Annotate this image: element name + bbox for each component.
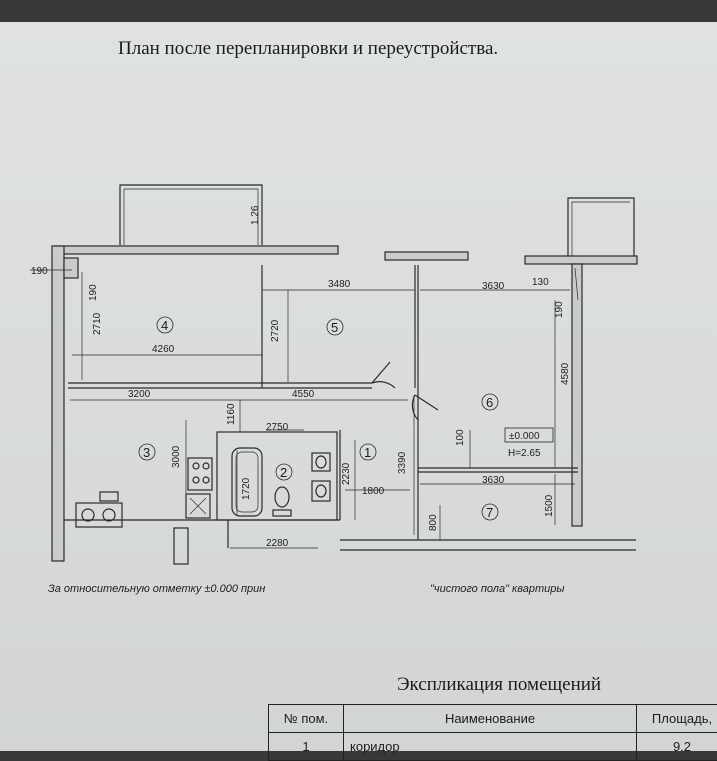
header-area: Площадь, <box>637 705 717 733</box>
note-part-1: За относительную отметку ±0.000 прин <box>48 583 265 595</box>
wall-top-b <box>385 252 468 260</box>
explication-table: № пом. Наименование Площадь, 1 коридор 9… <box>268 704 717 761</box>
dim-3480: 3480 <box>328 279 351 290</box>
dim-190-b: 190 <box>554 301 565 318</box>
dim-3630-top: 3630 <box>482 281 505 292</box>
dim-1500: 1500 <box>544 494 555 517</box>
cell-room-number: 1 <box>269 733 344 761</box>
header-name: Наименование <box>344 705 637 733</box>
room-number-1: 1 <box>364 445 371 460</box>
cabinet <box>174 528 188 564</box>
dim-2230: 2230 <box>341 462 352 485</box>
toilet <box>275 487 289 507</box>
kitchen-stove <box>188 458 212 490</box>
dim-4260: 4260 <box>152 344 175 355</box>
dim-1800: 1800 <box>362 486 385 497</box>
level-mark: ±0.000 <box>509 431 540 442</box>
dim-1160: 1160 <box>226 403 237 425</box>
dim-3390: 3390 <box>397 451 408 474</box>
door-swing-5 <box>372 362 395 388</box>
dim-190-left: 190 <box>31 266 48 277</box>
table-header-row: № пом. Наименование Площадь, <box>269 705 717 733</box>
dim-4580: 4580 <box>560 362 571 385</box>
balcony-left <box>120 185 262 245</box>
wall-right <box>572 264 582 526</box>
ceiling-height: H=2.65 <box>508 448 541 459</box>
cell-area: 9.2 <box>637 733 717 761</box>
dim-2750: 2750 <box>266 422 289 433</box>
wall-left <box>52 246 64 561</box>
door-swing-6 <box>412 395 438 420</box>
room-number-2: 2 <box>280 465 287 480</box>
dim-1-26: 1.26 <box>250 205 261 225</box>
balcony-right <box>568 198 634 262</box>
dim-3630-bottom: 3630 <box>482 475 505 486</box>
sink-b <box>312 481 330 501</box>
table-row: 1 коридор 9.2 <box>269 733 717 761</box>
room-number-6: 6 <box>486 395 493 410</box>
dim-1720: 1720 <box>241 477 252 500</box>
dim-190-a: 190 <box>88 284 99 301</box>
dim-2280: 2280 <box>266 538 289 549</box>
dim-2720: 2720 <box>270 319 281 342</box>
dim-3000: 3000 <box>171 445 182 468</box>
cell-name: коридор <box>344 733 637 761</box>
room-number-7: 7 <box>486 505 493 520</box>
dim-130: 130 <box>532 277 549 288</box>
dim-800: 800 <box>428 514 439 531</box>
note-part-2: "чистого пола" квартиры <box>430 583 564 595</box>
dim-2710: 2710 <box>92 312 103 335</box>
wall-top-c <box>525 256 637 264</box>
explication-title: Экспликация помещений <box>397 674 601 696</box>
room-number-4: 4 <box>161 318 168 333</box>
dim-4550: 4550 <box>292 389 315 400</box>
header-room-number: № пом. <box>269 705 344 733</box>
room-number-5: 5 <box>331 320 338 335</box>
room-number-3: 3 <box>143 445 150 460</box>
dim-100: 100 <box>455 429 466 446</box>
dim-3200: 3200 <box>128 389 151 400</box>
wall-top-a <box>55 246 338 254</box>
